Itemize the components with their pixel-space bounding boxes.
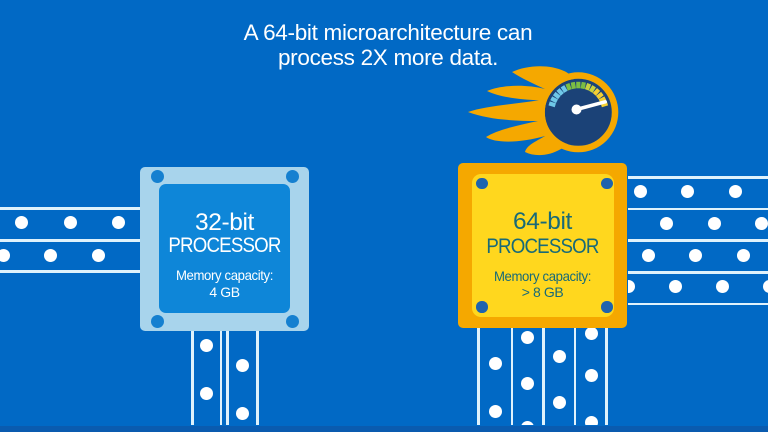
headline-line1: A 64-bit microarchitecture can bbox=[243, 20, 533, 45]
bus-dot bbox=[552, 395, 566, 409]
bus-dot bbox=[111, 216, 125, 230]
bus-dot bbox=[91, 248, 105, 262]
screw-icon bbox=[476, 177, 488, 189]
headline-line2: process 2X more data. bbox=[277, 45, 499, 70]
bus-dot bbox=[641, 248, 655, 262]
bus-dot bbox=[755, 217, 768, 230]
bus-line bbox=[605, 328, 608, 425]
bus-line bbox=[0, 238, 140, 242]
data-bus-bottom-right bbox=[477, 328, 608, 425]
bus-dot bbox=[15, 216, 29, 230]
bus-dot bbox=[584, 328, 598, 340]
screw-icon bbox=[601, 301, 613, 313]
screw-icon bbox=[601, 177, 613, 189]
memory-capacity-label: Memory capacity: bbox=[493, 268, 592, 284]
processor-type-label: PROCESSOR bbox=[486, 234, 599, 258]
memory-capacity-value: 4 GB bbox=[209, 283, 240, 300]
bus-dot bbox=[668, 280, 682, 294]
bus-dot bbox=[728, 185, 742, 199]
processor-bits-label: 32-bit bbox=[195, 209, 254, 236]
processor-card-64bit: 64-bit PROCESSOR Memory capacity: > 8 GB bbox=[458, 163, 627, 328]
bus-line bbox=[226, 331, 229, 425]
data-bus-right bbox=[628, 176, 768, 306]
processor-type-label: PROCESSOR bbox=[168, 234, 281, 258]
processor-bits-label: 64-bit bbox=[513, 208, 572, 235]
screw-icon bbox=[285, 169, 299, 183]
footer-strip bbox=[0, 426, 768, 432]
data-bus-bottom-left bbox=[191, 331, 259, 425]
bus-line bbox=[0, 207, 140, 210]
memory-capacity-value: > 8 GB bbox=[521, 283, 564, 300]
bus-line bbox=[510, 328, 514, 425]
bus-line bbox=[256, 331, 259, 425]
bus-line bbox=[628, 176, 768, 179]
data-bus-left bbox=[0, 207, 140, 273]
bus-dot bbox=[0, 248, 10, 262]
screw-icon bbox=[150, 169, 164, 183]
screw-icon bbox=[150, 314, 164, 328]
bus-dot bbox=[681, 185, 694, 199]
bus-dot bbox=[235, 358, 249, 372]
bus-line bbox=[219, 331, 223, 425]
bus-dot bbox=[200, 386, 213, 400]
bus-dot bbox=[584, 369, 598, 382]
screw-icon bbox=[476, 301, 488, 313]
screw-icon bbox=[285, 314, 299, 328]
bus-dot bbox=[521, 420, 534, 425]
bus-line bbox=[542, 328, 545, 425]
bus-dot bbox=[736, 248, 750, 262]
bus-dot bbox=[763, 280, 768, 294]
bus-dot bbox=[628, 280, 635, 294]
bus-dot bbox=[200, 338, 213, 352]
bus-dot bbox=[707, 217, 721, 230]
bus-line bbox=[573, 328, 577, 425]
bus-line bbox=[477, 328, 480, 425]
bus-line bbox=[191, 331, 194, 425]
bus-dot bbox=[235, 406, 249, 420]
bus-dot bbox=[521, 330, 534, 344]
bus-line bbox=[0, 270, 140, 273]
bus-dot bbox=[43, 248, 57, 262]
flaming-speedometer-icon bbox=[468, 66, 619, 156]
bus-dot bbox=[660, 217, 674, 230]
bus-dot bbox=[521, 377, 534, 390]
processor-card-32bit-face bbox=[159, 183, 290, 313]
bus-dot bbox=[633, 185, 647, 199]
bus-dot bbox=[716, 280, 729, 294]
bus-dot bbox=[63, 216, 77, 230]
processor-card-64bit-face bbox=[472, 174, 614, 317]
processor-card-32bit: 32-bit PROCESSOR Memory capacity: 4 GB bbox=[140, 167, 309, 331]
bus-dot bbox=[488, 405, 502, 418]
headline: A 64-bit microarchitecture can process 2… bbox=[188, 20, 588, 70]
bus-dot bbox=[584, 416, 598, 425]
bus-line bbox=[628, 271, 768, 274]
bus-line bbox=[628, 239, 768, 242]
bus-line bbox=[628, 207, 768, 211]
bus-dot bbox=[689, 248, 703, 262]
memory-capacity-label: Memory capacity: bbox=[175, 267, 274, 283]
bus-dot bbox=[488, 356, 502, 370]
bus-dot bbox=[552, 349, 566, 363]
bus-line bbox=[628, 302, 768, 306]
